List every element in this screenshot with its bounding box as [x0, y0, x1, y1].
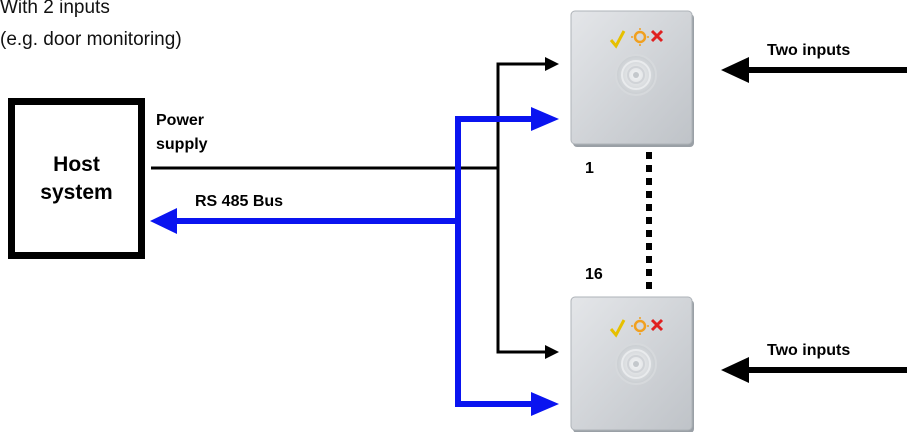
power-supply-label-line-1: Power	[156, 112, 205, 129]
power-arrowhead-bottom	[545, 345, 559, 359]
sun-icon	[631, 28, 649, 46]
power-supply-label-line-2: supply	[156, 136, 208, 153]
cross-icon	[650, 29, 664, 43]
inputs-label-1: Two inputs	[767, 42, 851, 59]
rs485-bus-line	[175, 116, 533, 407]
input-arrow-16	[721, 357, 907, 383]
rfid-symbol-icon	[615, 343, 657, 385]
host-label-line-2: system	[40, 180, 113, 204]
host-label-line-1: Host	[53, 152, 100, 176]
input-arrow-1	[721, 57, 907, 83]
power-arrowhead-top	[545, 57, 559, 71]
heading-line-1: With 2 inputs	[0, 0, 110, 18]
reader-index-first: 1	[585, 160, 594, 177]
check-icon	[609, 319, 626, 338]
sun-icon	[631, 317, 649, 335]
reader-device-16	[570, 296, 694, 432]
cross-icon	[650, 318, 664, 332]
reader-index-last: 16	[585, 266, 603, 283]
host-system-box: Host system	[8, 98, 145, 259]
power-supply-line	[151, 62, 545, 354]
bus-arrowhead-top	[531, 107, 559, 131]
reader-device-1	[570, 10, 694, 147]
inputs-label-16: Two inputs	[767, 342, 851, 359]
bus-arrowhead-host	[150, 208, 177, 234]
rs485-bus-label: RS 485 Bus	[195, 193, 284, 210]
rfid-symbol-icon	[615, 54, 657, 96]
bus-arrowhead-bottom	[531, 392, 559, 416]
heading-line-2: (e.g. door monitoring)	[0, 29, 182, 50]
check-icon	[609, 30, 626, 49]
